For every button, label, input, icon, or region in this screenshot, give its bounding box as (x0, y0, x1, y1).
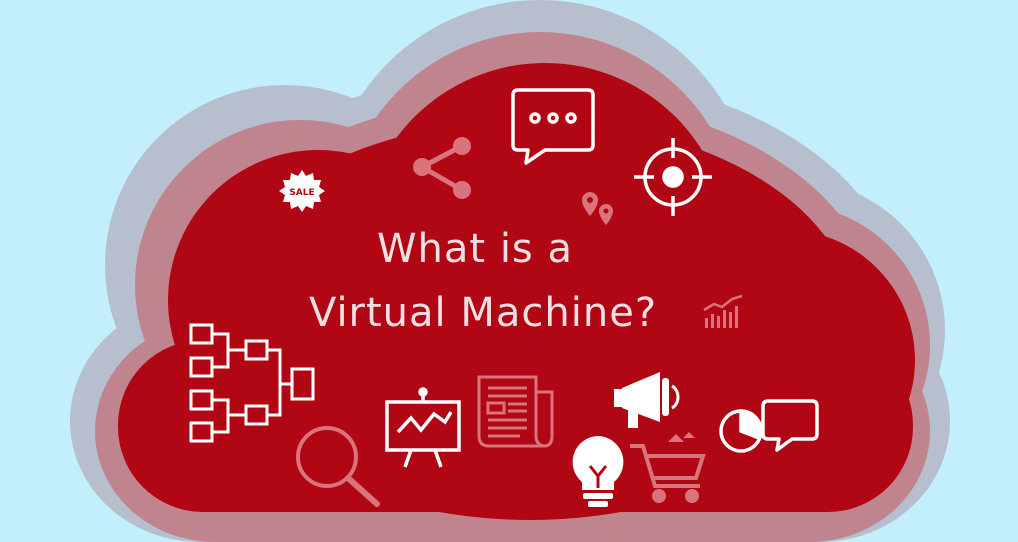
cloud-inner (118, 63, 915, 520)
presentation-board-icon (385, 387, 461, 468)
megaphone-icon (614, 372, 680, 428)
sale-badge-label: SALE (289, 188, 314, 198)
speech-bubble-icon (761, 399, 819, 452)
magnifier-icon (296, 426, 380, 507)
page-title-line-2: Virtual Machine? (309, 290, 657, 336)
chat-bubble-icon (511, 88, 595, 165)
lightbulb-icon (572, 436, 624, 507)
org-chart-icon (189, 323, 315, 443)
share-icon (413, 137, 471, 199)
shopping-cart-icon (630, 432, 706, 503)
sale-badge-icon: SALE (279, 170, 325, 212)
newspaper-icon (477, 375, 554, 448)
bar-chart-icon (703, 294, 743, 328)
pie-chart-icon (719, 409, 763, 453)
target-icon (634, 138, 712, 216)
location-pins-icon (582, 192, 613, 225)
page-title-line-1: What is a (377, 226, 573, 272)
